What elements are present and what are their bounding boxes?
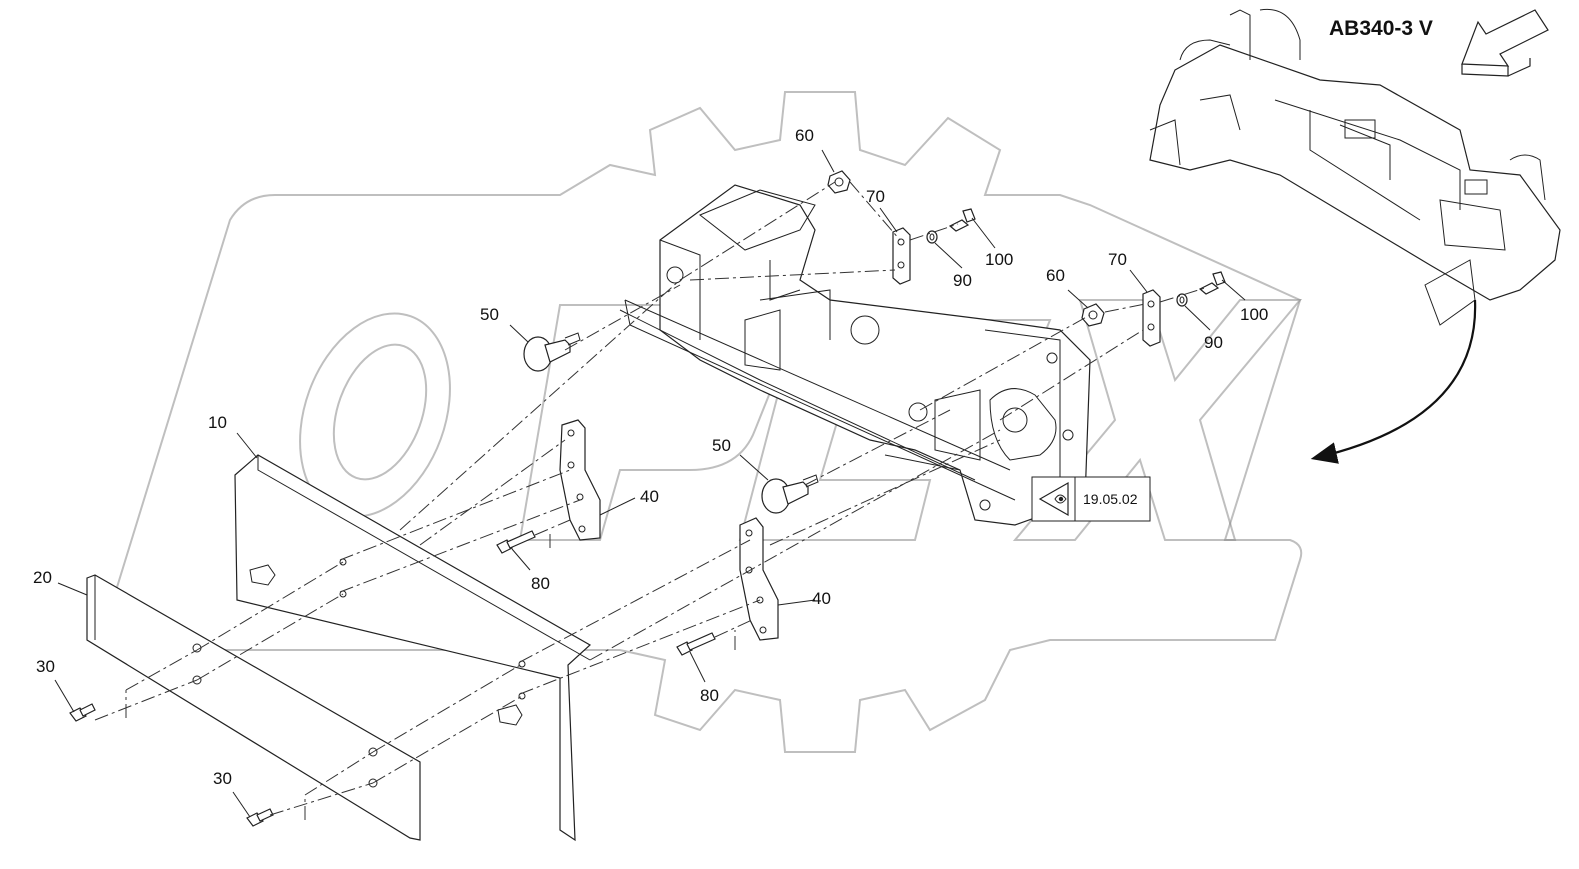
callout-80-lower: 80 bbox=[700, 686, 719, 705]
part-50-pin-lower bbox=[761, 474, 819, 514]
transition-curved-arrow-icon bbox=[1310, 299, 1477, 464]
view-direction-arrow-icon bbox=[1461, 9, 1549, 77]
part-40-bracket-upper bbox=[559, 419, 601, 541]
part-30-screw-left bbox=[69, 703, 96, 722]
callout-100-upper: 100 bbox=[985, 250, 1013, 269]
reference-box: 19.05.02 bbox=[1031, 476, 1151, 522]
watermark-logo bbox=[106, 91, 1303, 753]
part-40-bracket-lower bbox=[739, 517, 779, 641]
part-90-washer-upper bbox=[926, 230, 938, 244]
part-70-plate-upper bbox=[892, 227, 911, 285]
part-100-bolt-upper bbox=[948, 208, 976, 232]
callout-70-right: 70 bbox=[1108, 250, 1127, 269]
part-80-screw-lower bbox=[676, 632, 716, 656]
leader-lines bbox=[54, 149, 1246, 818]
assembly-axis-lines bbox=[94, 181, 1206, 820]
callout-40-lower: 40 bbox=[812, 589, 831, 608]
part-60-nut-upper bbox=[827, 170, 851, 194]
model-title: AB340-3 V bbox=[1329, 17, 1433, 40]
callout-40-upper: 40 bbox=[640, 487, 659, 506]
part-50-pin-upper bbox=[523, 332, 581, 372]
callout-50-upper: 50 bbox=[480, 305, 499, 324]
callout-30-left: 30 bbox=[36, 657, 55, 676]
callout-10: 10 bbox=[208, 413, 227, 432]
callout-60-upper: 60 bbox=[795, 126, 814, 145]
part-90-washer-right bbox=[1176, 293, 1188, 307]
screed-frame-assembly bbox=[619, 184, 1091, 526]
callout-90-upper: 90 bbox=[953, 271, 972, 290]
callout-30-bottom: 30 bbox=[213, 769, 232, 788]
callout-70-upper: 70 bbox=[866, 187, 885, 206]
part-100-bolt-right bbox=[1198, 271, 1226, 295]
part-70-plate-right bbox=[1142, 289, 1161, 347]
callouts: 10 20 30 30 40 40 50 50 60 60 70 70 80 8… bbox=[33, 126, 1268, 788]
part-30-screw-bottom bbox=[246, 808, 274, 827]
callout-60-right: 60 bbox=[1046, 266, 1065, 285]
callout-90-right: 90 bbox=[1204, 333, 1223, 352]
callout-20: 20 bbox=[33, 568, 52, 587]
callout-100-right: 100 bbox=[1240, 305, 1268, 324]
eye-view-icon bbox=[1038, 481, 1069, 517]
callout-80-upper: 80 bbox=[531, 574, 550, 593]
machine-overview-thumbnail bbox=[1149, 8, 1561, 326]
part-10-cover-plate bbox=[234, 454, 592, 842]
part-60-nut-right bbox=[1081, 303, 1105, 327]
reference-label: 19.05.02 bbox=[1083, 491, 1138, 507]
part-80-screw-upper bbox=[496, 530, 536, 554]
callout-50-lower: 50 bbox=[712, 436, 731, 455]
